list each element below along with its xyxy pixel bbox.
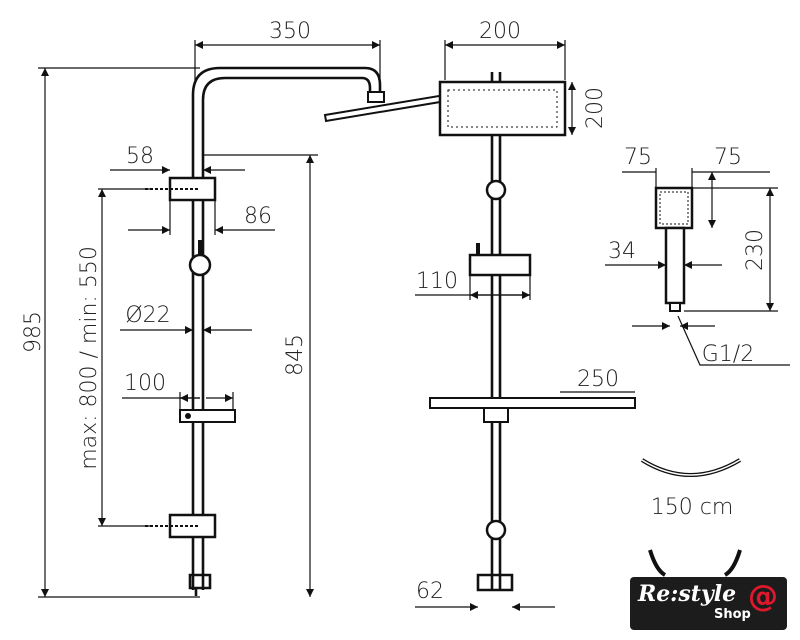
shower-column-outer [191, 66, 382, 590]
dim-110: 110 [416, 269, 458, 294]
dim-250: 250 [577, 367, 619, 392]
shower-head-side [323, 93, 448, 123]
dim-75-left: 75 [624, 145, 652, 170]
dim-845: 845 [283, 334, 308, 376]
mixer-valve-front [476, 573, 514, 592]
dim-86: 86 [244, 204, 272, 229]
slider-knob [188, 253, 212, 277]
shower-column-inner [201, 76, 372, 590]
hose-connectors-icon [648, 549, 742, 577]
restyle-shop-logo: Re:style @ Shop [630, 577, 787, 630]
shelf-side [179, 409, 236, 423]
hose-length: 150 cm [651, 495, 734, 520]
shower-head-front [438, 80, 567, 137]
side-view: 350 985 max: 800 / min: 550 845 58 86 Ø2… [21, 19, 448, 598]
dim-230: 230 [743, 229, 768, 271]
front-view: 200 200 110 250 62 [415, 19, 636, 611]
dim-350: 350 [269, 19, 311, 44]
dim-58: 58 [126, 144, 154, 169]
nozzle-grid [447, 89, 558, 128]
dim-75-right: 75 [714, 145, 742, 170]
hand-shower-holder [468, 253, 532, 277]
dim-200-width: 200 [479, 19, 521, 44]
dim-34: 34 [608, 239, 636, 264]
dim-200-depth: 200 [583, 87, 608, 129]
hand-shower-view: 75 75 230 34 G1/2 150 cm [605, 145, 790, 577]
dim-100: 100 [124, 371, 166, 396]
dim-62: 62 [416, 579, 444, 604]
dim-985: 985 [21, 311, 46, 353]
dim-thread: G1/2 [702, 342, 754, 367]
head-connector [367, 91, 385, 103]
mixer-valve-side [188, 573, 212, 596]
shelf-front [429, 397, 636, 409]
dim-diameter-22: Ø22 [125, 303, 170, 328]
dim-slide-range: max: 800 / min: 550 [77, 246, 102, 470]
